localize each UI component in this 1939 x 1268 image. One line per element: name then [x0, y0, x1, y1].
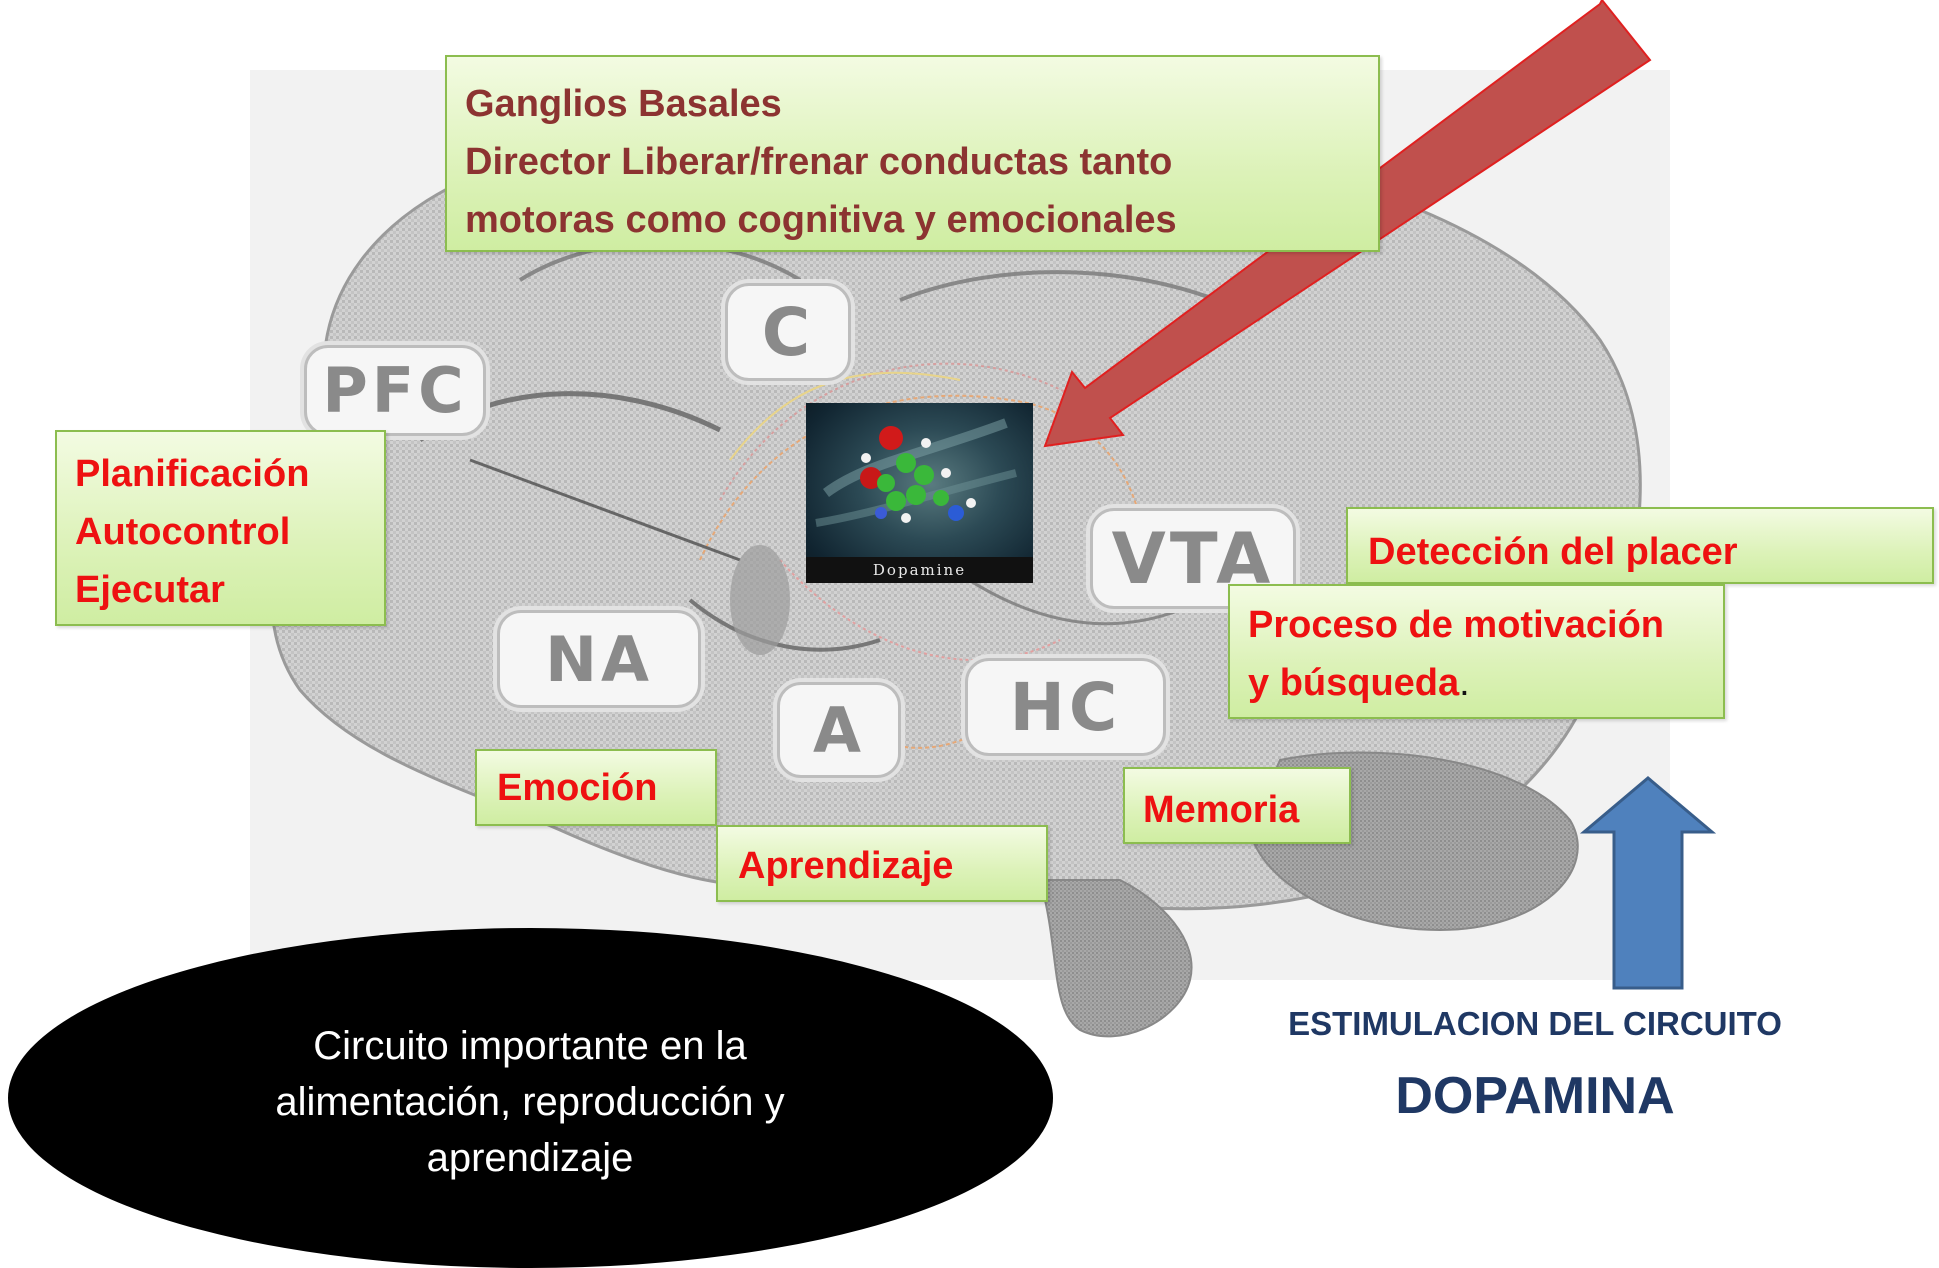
- dopamine-caption: Dopamine: [806, 557, 1033, 583]
- planificacion-callout: Planificación Autocontrol Ejecutar: [55, 430, 386, 626]
- emocion-callout: Emoción: [475, 749, 717, 826]
- motiv-period: .: [1459, 662, 1470, 704]
- motiv-line-1: Proceso de motivación: [1248, 604, 1665, 646]
- region-hc-text: HC: [1009, 668, 1122, 746]
- memoria-text: Memoria: [1143, 789, 1300, 831]
- dopamine-image: Dopamine: [806, 403, 1033, 583]
- motiv-line-2: y búsqueda: [1248, 662, 1460, 704]
- ganglios-line-2: Director Liberar/frenar conductas tanto: [465, 141, 1173, 183]
- estimulacion-heading: ESTIMULACION DEL CIRCUITO: [1288, 1005, 1782, 1042]
- plan-line-2: Autocontrol: [75, 511, 291, 553]
- dopamina-heading: DOPAMINA: [1395, 1067, 1675, 1125]
- motivacion-callout: Proceso de motivación y búsqueda.: [1228, 584, 1725, 719]
- plan-line-1: Planificación: [75, 453, 310, 495]
- region-a-text: A: [813, 693, 865, 767]
- ellipse-line-3: aprendizaje: [426, 1136, 634, 1180]
- region-label-na: NA: [497, 610, 701, 708]
- region-label-hc: HC: [965, 658, 1166, 756]
- region-label-pfc: PFC: [304, 345, 486, 436]
- ellipse-line-1: Circuito importante en la: [313, 1024, 747, 1068]
- circuit-ellipse: [8, 928, 1053, 1268]
- memoria-callout: Memoria: [1123, 767, 1351, 844]
- aprendizaje-callout: Aprendizaje: [716, 825, 1048, 902]
- ganglios-basales-callout: Ganglios Basales Director Liberar/frenar…: [445, 55, 1380, 252]
- region-pfc-text: PFC: [322, 354, 468, 427]
- dopamine-molecule-icon: [815, 418, 1017, 527]
- placer-callout: Detección del placer: [1346, 507, 1934, 584]
- ellipse-line-2: alimentación, reproducción y: [275, 1080, 785, 1124]
- plan-line-3: Ejecutar: [75, 569, 225, 611]
- region-label-c: C: [725, 283, 851, 381]
- placer-text: Detección del placer: [1368, 531, 1738, 573]
- region-label-a: A: [777, 682, 901, 778]
- region-c-text: C: [761, 293, 815, 371]
- ellipse-text: Circuito importante en la alimentación, …: [200, 1018, 860, 1186]
- brainstem-shape: [1038, 879, 1193, 1038]
- ganglios-line-1: Ganglios Basales: [465, 83, 782, 125]
- emocion-text: Emoción: [497, 767, 658, 809]
- region-na-text: NA: [545, 622, 653, 696]
- ganglios-line-3: motoras como cognitiva y emocionales: [465, 199, 1177, 241]
- aprendizaje-text: Aprendizaje: [738, 845, 954, 887]
